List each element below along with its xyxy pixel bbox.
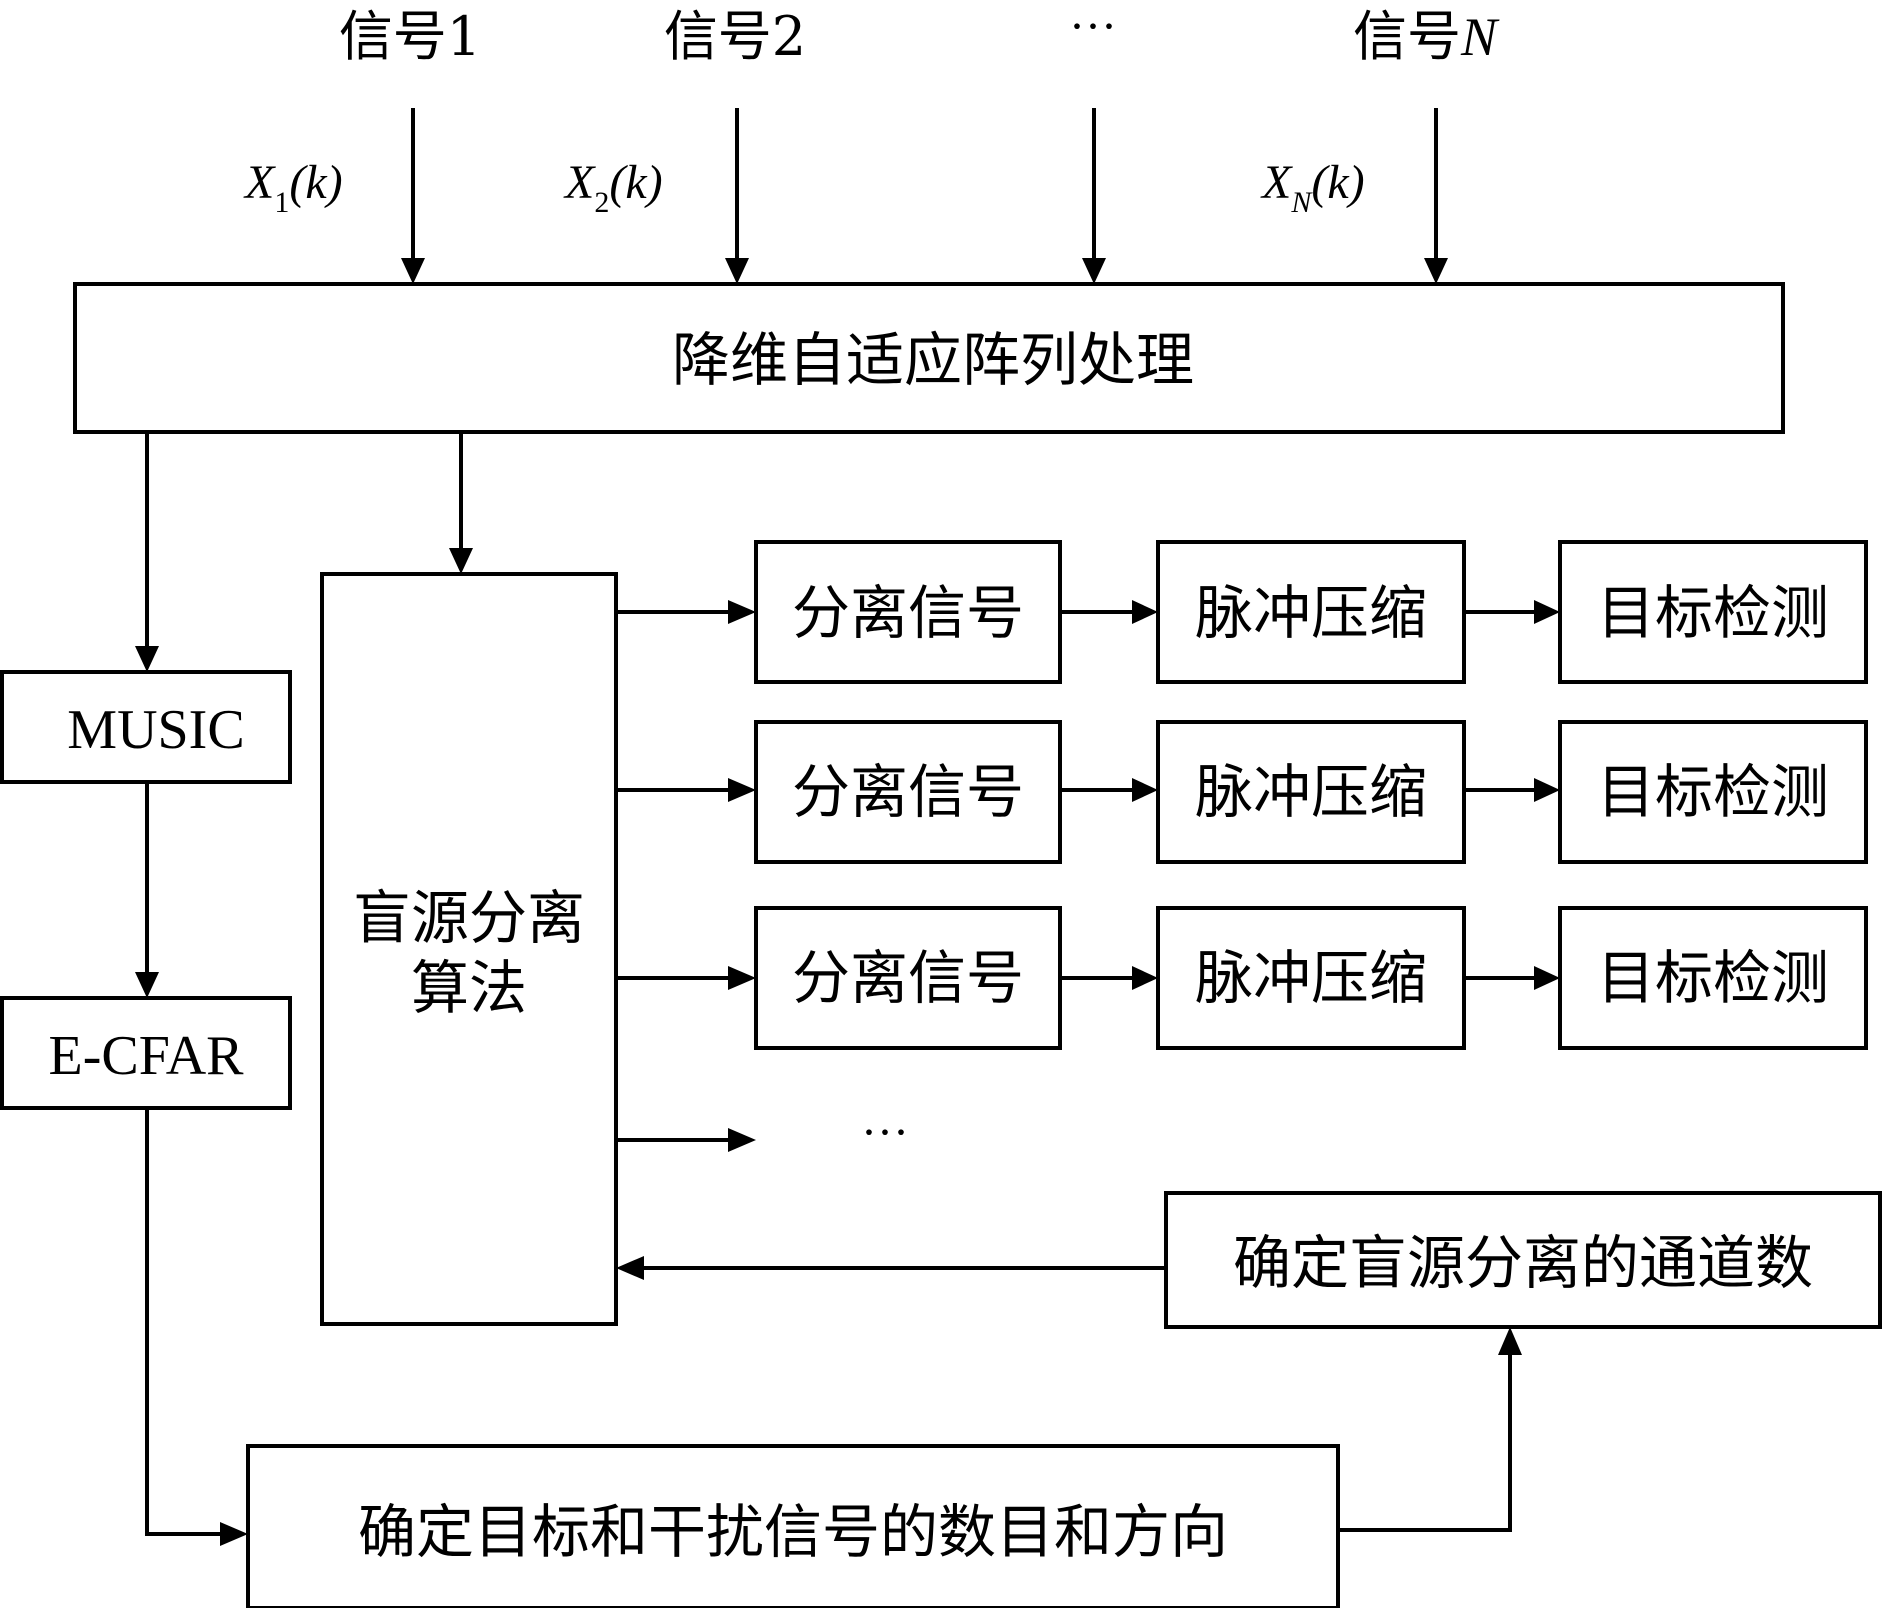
bss-label-line2: 算法 bbox=[411, 954, 527, 1022]
branch-ellipsis: ··· bbox=[861, 1106, 909, 1159]
input-var-2: X2(k) bbox=[563, 156, 663, 219]
targets-to-channels-arrow bbox=[1338, 1327, 1522, 1532]
pulse-compression-label-3: 脉冲压缩 bbox=[1195, 944, 1427, 1012]
input-var-1-subscript: 1 bbox=[274, 186, 289, 219]
branch-row-more: ··· bbox=[616, 1106, 909, 1159]
branch-row-2: 分离信号 脉冲压缩 目标检测 bbox=[616, 720, 1868, 864]
music-box: MUSIC bbox=[0, 670, 292, 784]
separated-signal-label-3: 分离信号 bbox=[792, 944, 1024, 1012]
pulse-compression-label-2: 脉冲压缩 bbox=[1195, 758, 1427, 826]
target-detection-box-3 bbox=[1558, 906, 1868, 1050]
branch-row-1: 分离信号 脉冲压缩 目标检测 bbox=[616, 540, 1868, 684]
input-var-n: XN(k) bbox=[1260, 156, 1365, 219]
pulse-compression-box-3 bbox=[1156, 906, 1466, 1050]
input-var-2-subscript: 2 bbox=[594, 186, 609, 219]
input-var-2-symbol: X bbox=[563, 156, 596, 209]
branch-row-3: 分离信号 脉冲压缩 目标检测 bbox=[616, 906, 1868, 1050]
input-label-n-italic: N bbox=[1460, 7, 1500, 67]
determine-targets-box: 确定目标和干扰信号的数目和方向 bbox=[246, 1444, 1340, 1608]
input-label-2: 信号2 bbox=[664, 5, 806, 68]
ecfar-box: E-CFAR bbox=[0, 996, 292, 1110]
input-arrows bbox=[401, 108, 1448, 284]
target-detection-box-2 bbox=[1558, 720, 1868, 864]
channels-to-bss-arrow bbox=[616, 1256, 1166, 1280]
bss-box: 盲源分离 算法 bbox=[320, 572, 618, 1326]
pulse-compression-label-1: 脉冲压缩 bbox=[1195, 579, 1427, 647]
array-processing-box: 降维自适应阵列处理 bbox=[73, 282, 1785, 434]
determine-targets-label: 确定目标和干扰信号的数目和方向 bbox=[358, 1498, 1228, 1566]
input-var-1-arg: (k) bbox=[289, 156, 342, 209]
target-detection-label-3: 目标检测 bbox=[1597, 944, 1829, 1012]
top-box-arrows bbox=[135, 432, 473, 672]
input-var-n-subscript: N bbox=[1290, 186, 1313, 219]
ecfar-label: E-CFAR bbox=[49, 1025, 245, 1087]
input-var-1-symbol: X bbox=[243, 156, 276, 209]
input-label-1: 信号1 bbox=[339, 5, 481, 68]
input-var-1: X1(k) bbox=[243, 156, 343, 219]
target-detection-label-1: 目标检测 bbox=[1597, 579, 1829, 647]
input-label-ellipsis: ··· bbox=[1069, 0, 1117, 53]
pulse-compression-box-1 bbox=[1156, 540, 1466, 684]
separated-signal-label-1: 分离信号 bbox=[792, 579, 1024, 647]
input-var-2-arg: (k) bbox=[609, 156, 662, 209]
determine-channels-label: 确定盲源分离的通道数 bbox=[1233, 1229, 1813, 1297]
input-label-n: 信号N bbox=[1353, 5, 1500, 68]
separated-signal-box-2 bbox=[754, 720, 1062, 864]
determine-channels-box: 确定盲源分离的通道数 bbox=[1164, 1191, 1882, 1329]
separated-signal-box-3 bbox=[754, 906, 1062, 1050]
target-detection-box-1 bbox=[1558, 540, 1868, 684]
target-detection-label-2: 目标检测 bbox=[1597, 758, 1829, 826]
separated-signal-label-2: 分离信号 bbox=[792, 758, 1024, 826]
music-to-ecfar-arrow bbox=[135, 782, 159, 998]
ecfar-to-target-arrow bbox=[145, 1108, 248, 1546]
bss-label-line1: 盲源分离 bbox=[353, 884, 585, 952]
input-var-n-arg: (k) bbox=[1311, 156, 1364, 209]
input-var-n-symbol: X bbox=[1260, 156, 1293, 209]
music-label: MUSIC bbox=[67, 699, 244, 761]
input-label-n-prefix: 信号 bbox=[1353, 5, 1461, 68]
array-processing-label: 降维自适应阵列处理 bbox=[672, 326, 1194, 394]
